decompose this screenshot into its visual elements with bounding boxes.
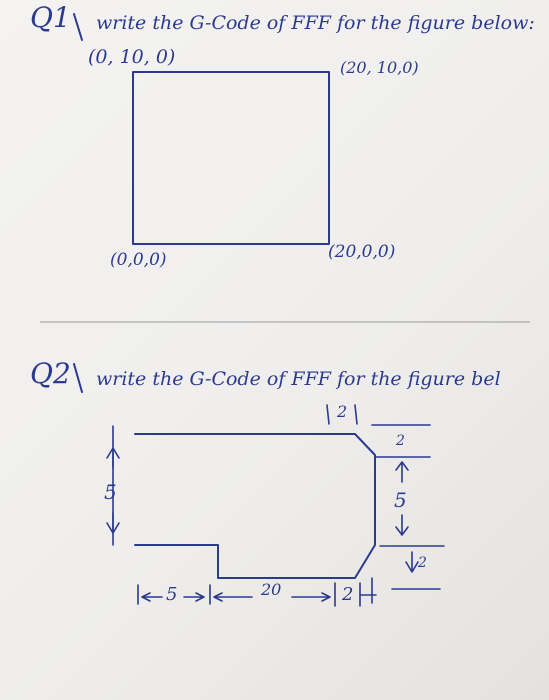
dim-right-bottom: 2 [418,555,427,571]
dim-bottom-arrow-1 [141,592,163,602]
q1-slash [73,13,83,41]
q1-label-bottom-right: (20,0,0) [328,242,396,262]
q2-slash [73,363,83,393]
dim-bottom-mid: 20 [261,580,282,599]
dim-bottom-tick [359,577,377,604]
dim-left-arrow-down [106,512,120,534]
dim-right-top: 2 [396,433,405,449]
q1-prompt: write the G-Code of FFF for the figure b… [96,12,535,34]
q1-label-top-right: (20, 10,0) [340,58,419,77]
q1-label-top-left: (0, 10, 0) [88,46,176,68]
dim-bottom-arrow-3 [213,592,253,602]
dim-bottom-right: 2 [342,584,354,605]
dim-bottom-arrow-4 [291,592,331,602]
q1-label-bottom-left: (0,0,0) [110,250,167,270]
q2-profile [134,433,376,579]
dim-right-height: 5 [394,488,407,512]
dim-right-arrow-down-2 [405,551,419,573]
dim-bottom-arrow-2 [183,592,205,602]
q1-square [132,71,330,245]
dim-left-arrow-up [106,447,120,469]
q2-number: Q2 [30,357,71,390]
q2-prompt: write the G-Code of FFF for the figure b… [96,368,501,390]
dim-bottom-left: 5 [166,584,178,605]
dim-top-bar-right [354,404,358,425]
dim-right-arrow-up [395,461,409,483]
dim-right-arrow-down [395,514,409,536]
dim-top-bar-left [326,404,330,425]
q1-number: Q1 [30,1,71,34]
dim-top-chamfer: 2 [337,402,348,421]
dim-left-height: 5 [104,480,117,504]
